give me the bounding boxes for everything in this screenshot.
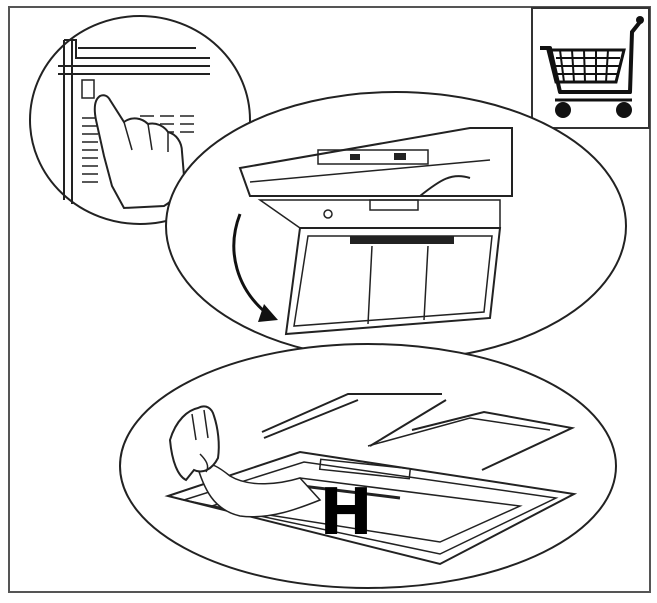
- section-label: H: [319, 476, 373, 550]
- filter-detail: [119, 343, 617, 589]
- shopping-cart-icon: [531, 7, 650, 129]
- hood-open-detail: [165, 91, 627, 361]
